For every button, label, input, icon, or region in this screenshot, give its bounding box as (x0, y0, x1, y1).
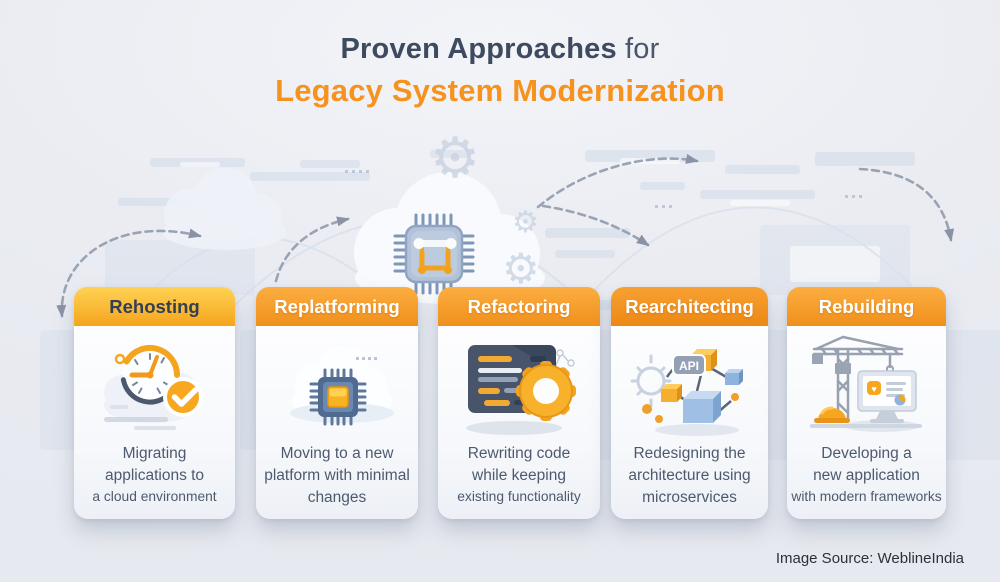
gear-icon: ⚙ (502, 245, 540, 292)
card-rebuilding-description: Developing a new application with modern… (791, 445, 942, 504)
gear-icon: ⚙ (512, 206, 539, 239)
cubes-api-icon: API (611, 329, 768, 441)
card-rebuilding: Rebuilding (787, 287, 946, 519)
svg-text:♥: ♥ (871, 384, 876, 394)
card-replatforming-header: Replatforming (256, 287, 418, 326)
chip-on-cloud-icon (256, 329, 418, 441)
gear-icon: ⚙ (430, 126, 481, 189)
card-refactoring-header: Refactoring (438, 287, 600, 326)
card-rearchitecting-description: Redesigning the architecture using micro… (628, 445, 751, 506)
title-line-2: Legacy System Modernization (275, 73, 725, 109)
card-rearchitecting-header: Rearchitecting (611, 287, 768, 326)
card-refactoring: Refactoring (438, 287, 600, 519)
card-rearchitecting: Rearchitecting (611, 287, 768, 519)
title-strong: Proven Approaches (340, 33, 617, 65)
crane-monitor-icon: ♥ (787, 329, 946, 441)
card-replatforming: Replatforming Moving to a new plat (256, 287, 418, 519)
image-source-credit: Image Source: WeblineIndia (775, 550, 964, 567)
card-rehosting-description: Migrating applications to a cloud enviro… (92, 445, 217, 504)
code-window-gear-icon (438, 329, 600, 441)
card-rehosting-header: Rehosting (74, 287, 235, 326)
title-rest: for (616, 33, 660, 65)
clock-check-cloud-icon (74, 329, 235, 441)
card-replatforming-description: Moving to a new platform with minimal ch… (264, 445, 410, 506)
card-rehosting: Rehosting Migra (74, 287, 235, 519)
title-line-1: Proven Approaches for (0, 31, 1000, 67)
card-rebuilding-header: Rebuilding (787, 287, 946, 326)
page-title: Proven Approaches for Legacy System Mode… (0, 31, 1000, 111)
api-badge-label: API (678, 359, 698, 373)
card-refactoring-description: Rewriting code while keeping existing fu… (457, 445, 581, 504)
cpu-chip-icon (393, 213, 475, 295)
